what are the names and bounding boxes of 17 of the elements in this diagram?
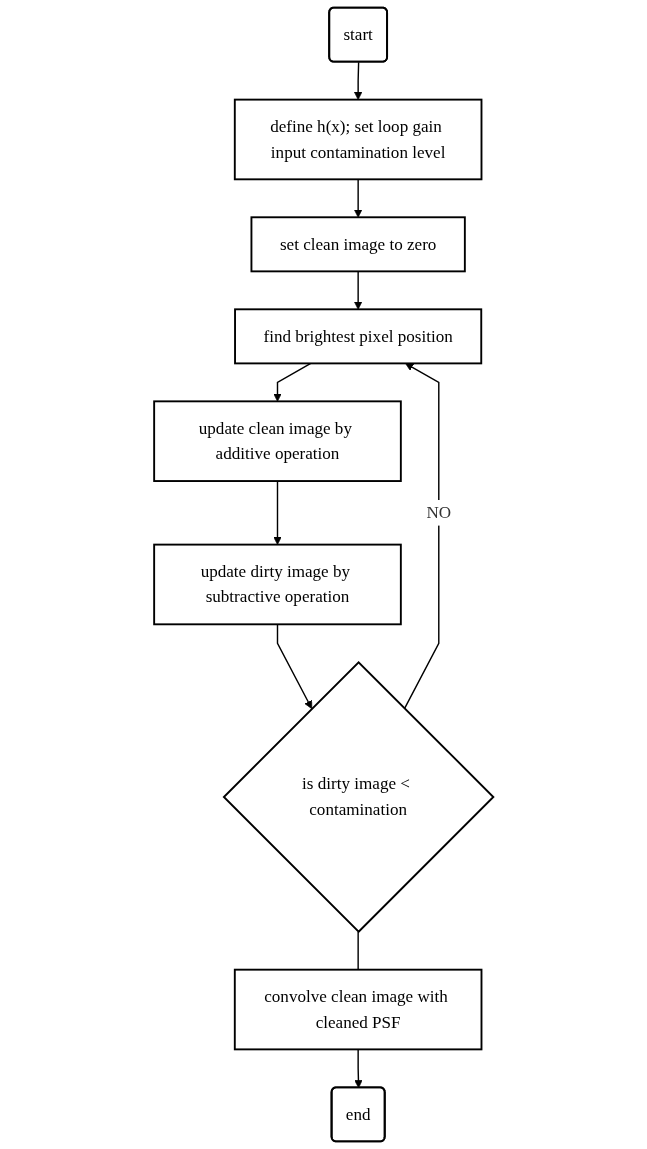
arrow	[273, 480, 282, 545]
arrow	[353, 61, 363, 100]
node-diamond: is dirty image < contamination	[222, 660, 495, 934]
arrow	[273, 362, 312, 402]
node-box: update clean image by additive operation	[152, 400, 402, 482]
node-box: update dirty image by subtractive operation	[152, 543, 402, 626]
node-box: set clean image to zero	[250, 216, 466, 273]
arrow	[353, 178, 363, 218]
node-box: convolve clean image with cleaned PSF	[233, 968, 483, 1051]
arrow	[353, 270, 363, 310]
node-box: find brightest pixel position	[233, 308, 482, 365]
arrow	[354, 1048, 363, 1089]
arrow	[403, 363, 440, 710]
edge-label: NO	[426, 502, 451, 522]
connector	[357, 931, 359, 971]
node-box: define h(x); set loop gain input contamination level	[233, 98, 483, 181]
arrow	[276, 623, 312, 709]
